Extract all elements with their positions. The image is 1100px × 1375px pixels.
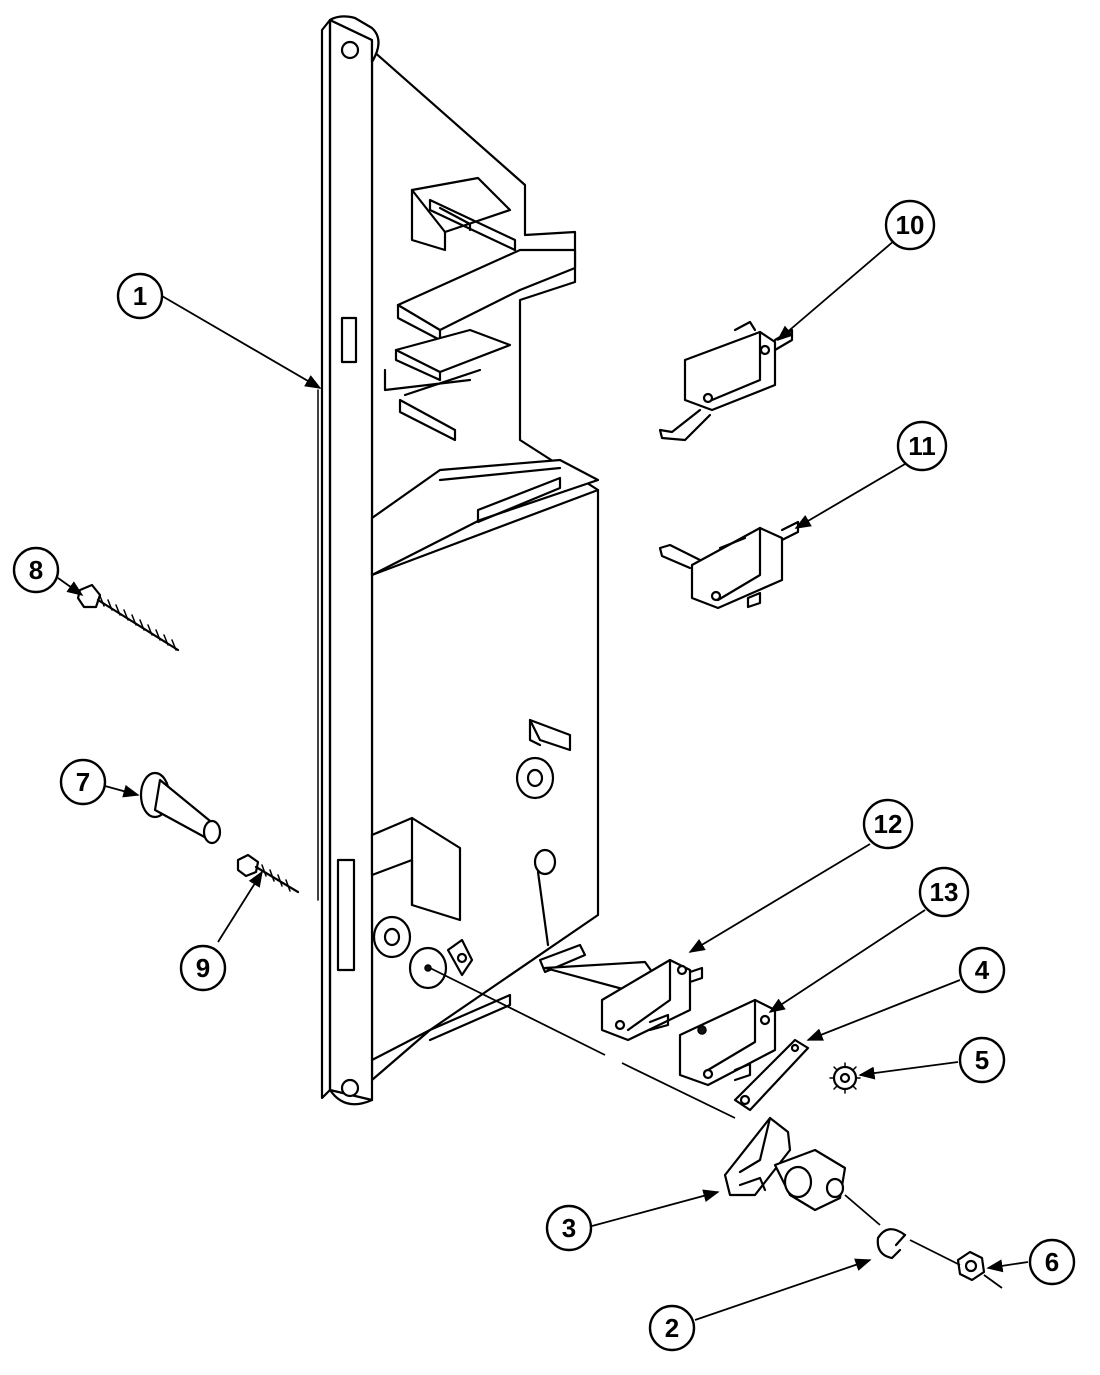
pin-7 [139, 771, 222, 845]
eclip-2 [876, 1228, 907, 1260]
callout-label: 10 [896, 210, 925, 240]
screw-9 [236, 853, 300, 894]
callout-11: 11 [896, 420, 948, 472]
callout-12: 12 [862, 798, 914, 850]
callout-10: 10 [884, 199, 936, 251]
switch-13 [678, 998, 777, 1087]
callout-label: 7 [76, 767, 90, 797]
callout-label: 11 [908, 431, 936, 461]
callout-5: 5 [958, 1036, 1006, 1084]
callout-label: 8 [29, 555, 43, 585]
callout-4: 4 [958, 946, 1006, 994]
bracket-panel [317, 15, 600, 1106]
callout-7: 7 [59, 758, 107, 806]
callout-2: 2 [648, 1304, 696, 1352]
callout-label: 3 [562, 1213, 576, 1243]
screw-8 [76, 583, 180, 652]
callout-3: 3 [545, 1204, 593, 1252]
microswitch-10 [658, 320, 794, 442]
callout-1: 1 [116, 272, 164, 320]
callout-6: 6 [1028, 1238, 1076, 1286]
cam-3 [723, 1116, 847, 1212]
lever-4 [733, 1038, 810, 1112]
callout-8: 8 [12, 546, 60, 594]
nut-6 [956, 1250, 986, 1282]
callout-label: 2 [665, 1313, 679, 1343]
callout-label: 5 [975, 1045, 989, 1075]
washer-5 [829, 1062, 861, 1094]
callout-label: 6 [1045, 1247, 1059, 1277]
callout-13: 13 [918, 866, 970, 918]
microswitch-11 [658, 520, 800, 610]
callout-label: 9 [196, 953, 210, 983]
callout-label: 13 [930, 877, 959, 907]
callout-label: 1 [133, 281, 147, 311]
callout-9: 9 [179, 944, 227, 992]
callout-leaders [57, 239, 1029, 1321]
callout-label: 4 [975, 955, 990, 985]
switch-12 [538, 943, 704, 1042]
callout-label: 12 [874, 809, 903, 839]
assembly-axis-lines [429, 967, 1003, 1289]
